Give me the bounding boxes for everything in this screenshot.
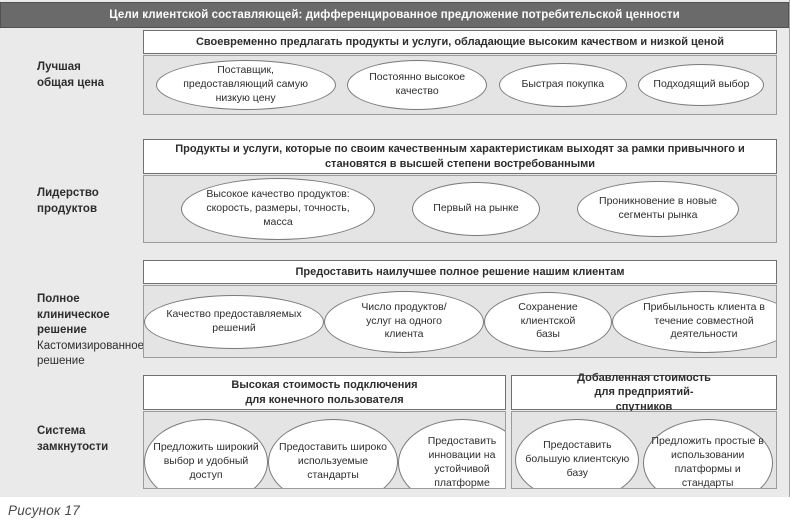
row-label-line: продуктов (37, 202, 98, 215)
row4-left-panel: Предложить широкий выбор и удобный досту… (143, 411, 506, 489)
row-label-product-leadership: Лидерство продуктов (37, 186, 139, 217)
ellipse-text: Предоставить инновации на устойчивой пла… (427, 435, 497, 489)
row2-header-box: Продукты и услуги, которые по своим каче… (143, 139, 777, 174)
ellipse-lowest-cost-supplier: Поставщик, предоставляющий самую низкую … (155, 60, 336, 110)
ellipse-new-market-segments: Проникновение в новые сегменты рынка (577, 181, 739, 237)
row-label-lock-in-system: Система замкнутости (37, 424, 139, 455)
row4-left-header-text: Высокая стоимость подключения для конечн… (231, 379, 418, 406)
ellipse-text: Предложить широкий выбор и удобный досту… (153, 441, 259, 481)
ellipse-text: Прибыльность клиента в течение совместно… (643, 300, 765, 341)
row-label-line: решение (37, 324, 87, 337)
ellipse-text: Число продуктов/услуг на одного клиента (361, 300, 447, 341)
ellipse-widely-used-standards: Предоставить широко используемые стандар… (268, 419, 398, 488)
ellipse-text: Предоставить широко используемые стандар… (279, 441, 387, 481)
ellipse-text: Предложить простые в использовании платф… (651, 435, 764, 489)
row-label-complete-solution: Полное клиническое решение Кастомизирова… (37, 292, 145, 370)
ellipse-text: Быстрая покупка (521, 78, 605, 91)
ellipse-text: Предоставить большую клиентскую базу (525, 439, 630, 479)
ellipse-first-to-market: Первый на рынке (412, 182, 540, 236)
ellipse-wide-choice-access: Предложить широкий выбор и удобный досту… (144, 419, 268, 488)
ellipse-text: Первый на рынке (433, 202, 519, 215)
figure-title: Цели клиентской составляющей: дифференци… (109, 9, 680, 21)
row-label-line: Полное клиническое (37, 293, 110, 321)
ellipse-text: Подходящий выбор (653, 78, 750, 91)
row-sublabel-line: решение (37, 355, 85, 368)
ellipse-high-product-quality: Высокое качество продуктов: скорость, ра… (181, 178, 375, 240)
ellipse-text: Высокое качество продуктов: скорость, ра… (206, 188, 350, 228)
row-label-line: замкнутости (37, 440, 109, 453)
ellipse-text: Проникновение в новые сегменты рынка (599, 195, 717, 221)
row3-panel: Качество предоставляемых решений Число п… (143, 285, 777, 358)
row-sublabel-line: Кастомизированное (37, 339, 145, 352)
ellipse-text: Качество предоставляемых решений (166, 307, 302, 334)
row3-header-text: Предоставить наилучшее полное решение на… (295, 265, 625, 278)
row-label-line: Система (37, 425, 86, 437)
figure-title-bar: Цели клиентской составляющей: дифференци… (0, 2, 789, 28)
row-label-line: общая цена (37, 76, 105, 89)
row3-header-box: Предоставить наилучшее полное решение на… (143, 260, 777, 284)
row1-panel: Поставщик, предоставляющий самую низкую … (143, 55, 777, 115)
row4-right-header-box: Добавленная стоимость для предприятий-сп… (511, 372, 777, 413)
row4-right-header-text: Добавленная стоимость для предприятий-сп… (577, 372, 711, 413)
row4-right-panel: Предоставить большую клиентскую базу Пре… (511, 411, 777, 489)
row2-header-text: Продукты и услуги, которые по своим каче… (175, 143, 745, 170)
figure-caption: Рисунок 17 (8, 503, 80, 518)
row1-header-text: Своевременно предлагать продукты и услуг… (195, 35, 725, 48)
ellipse-easy-platforms-standards: Предложить простые в использовании платф… (642, 419, 773, 489)
row-label-line: Лидерство (37, 187, 99, 199)
ellipse-constant-high-quality: Постоянно высокое качество (347, 60, 488, 110)
row-label-best-total-cost: Лучшая общая цена (37, 60, 139, 91)
row2-panel: Высокое качество продуктов: скорость, ра… (143, 175, 777, 243)
ellipse-client-base-retention: Сохранение клиентской базы (484, 291, 612, 352)
ellipse-products-per-client: Число продуктов/услуг на одного клиента (324, 290, 484, 353)
ellipse-suitable-choice: Подходящий выбор (638, 64, 765, 106)
ellipse-text: Сохранение клиентской базы (518, 300, 578, 341)
ellipse-fast-purchase: Быстрая покупка (498, 63, 627, 107)
row4-left-header-box: Высокая стоимость подключения для конечн… (143, 375, 506, 410)
ellipse-large-client-base: Предоставить большую клиентскую базу (515, 419, 640, 488)
row1-header-box: Своевременно предлагать продукты и услуг… (143, 30, 777, 54)
ellipse-solution-quality: Качество предоставляемых решений (144, 294, 324, 349)
figure-area: Цели клиентской составляющей: дифференци… (0, 0, 790, 497)
row-label-line: Лучшая (37, 61, 81, 73)
ellipse-client-profitability: Прибыльность клиента в течение совместно… (612, 290, 776, 353)
ellipse-innovations-stable-platform: Предоставить инновации на устойчивой пла… (398, 419, 505, 489)
ellipse-text: Поставщик, предоставляющий самую низкую … (183, 64, 308, 104)
ellipse-text: Постоянно высокое качество (369, 71, 466, 97)
